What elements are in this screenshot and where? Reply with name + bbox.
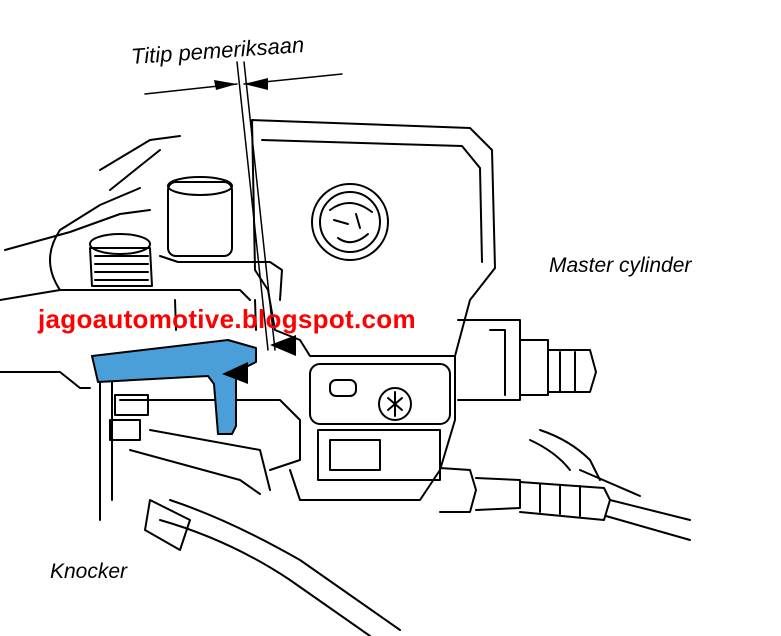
highlighted-lever-part xyxy=(91,339,257,435)
master-cylinder-label: Master cylinder xyxy=(549,254,692,277)
gap-pointer-upper xyxy=(270,335,296,356)
brake-line xyxy=(439,429,691,541)
knocker-label: Knocker xyxy=(50,560,128,583)
dimension-arrow-left xyxy=(214,80,237,90)
master-cylinder-body xyxy=(251,119,496,501)
gap-pointer-lower xyxy=(222,362,248,384)
bleed-fitting xyxy=(457,319,597,401)
dimension-arrow-right xyxy=(244,78,268,90)
watermark-text: jagoautomotive.blogspot.com xyxy=(38,304,416,334)
